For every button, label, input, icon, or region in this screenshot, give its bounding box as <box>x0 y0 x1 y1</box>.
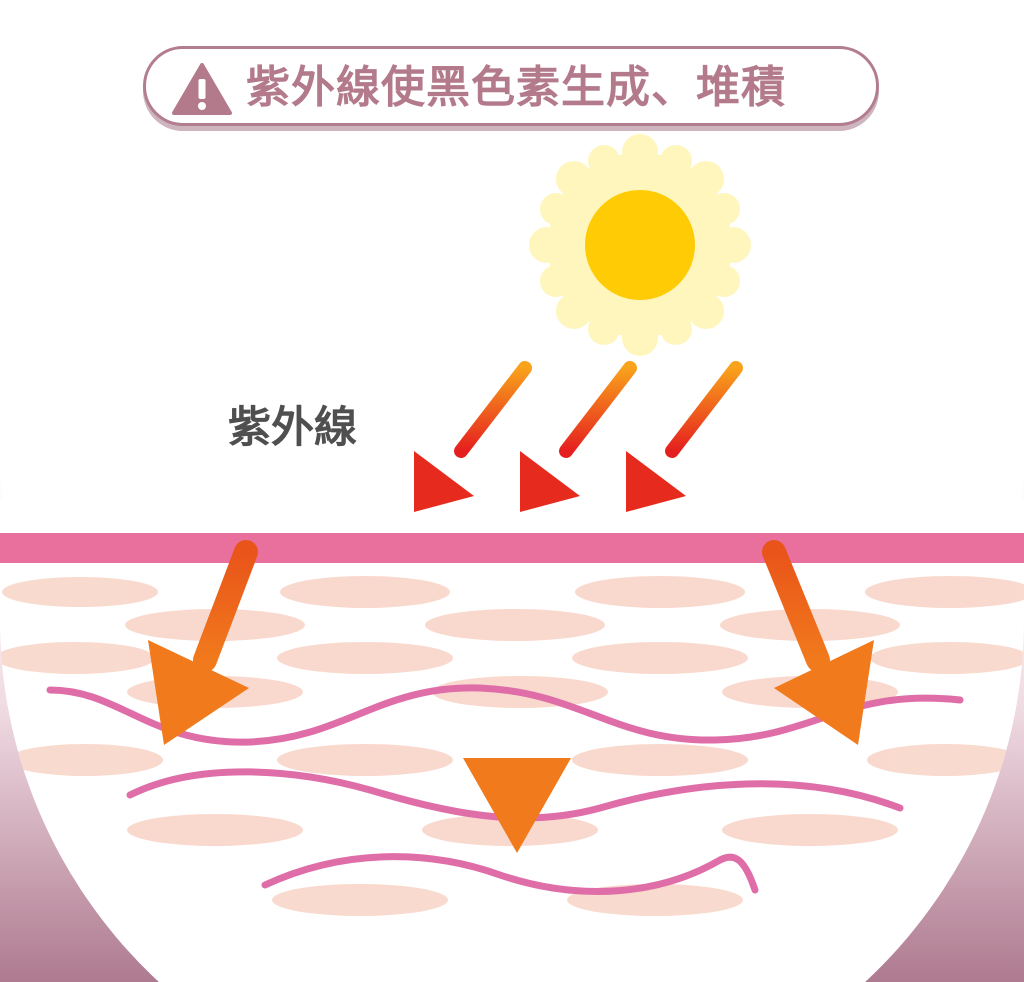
uv-penetration-arrow-icon <box>463 547 571 853</box>
uv-ray-arrow-icon <box>520 361 637 512</box>
uv-penetration-arrow-icon <box>762 540 874 745</box>
page-title: 紫外線使黑色素生成、堆積 <box>246 62 786 113</box>
uv-ray-arrow-icon <box>626 361 743 512</box>
title-banner: 紫外線使黑色素生成、堆積 <box>143 46 879 126</box>
warning-triangle-icon <box>172 63 232 115</box>
uv-label: 紫外線 <box>228 403 357 453</box>
sun-icon <box>529 134 751 356</box>
uv-ray-arrow-icon <box>414 361 532 512</box>
uv-penetration-arrow-icon <box>148 540 258 745</box>
